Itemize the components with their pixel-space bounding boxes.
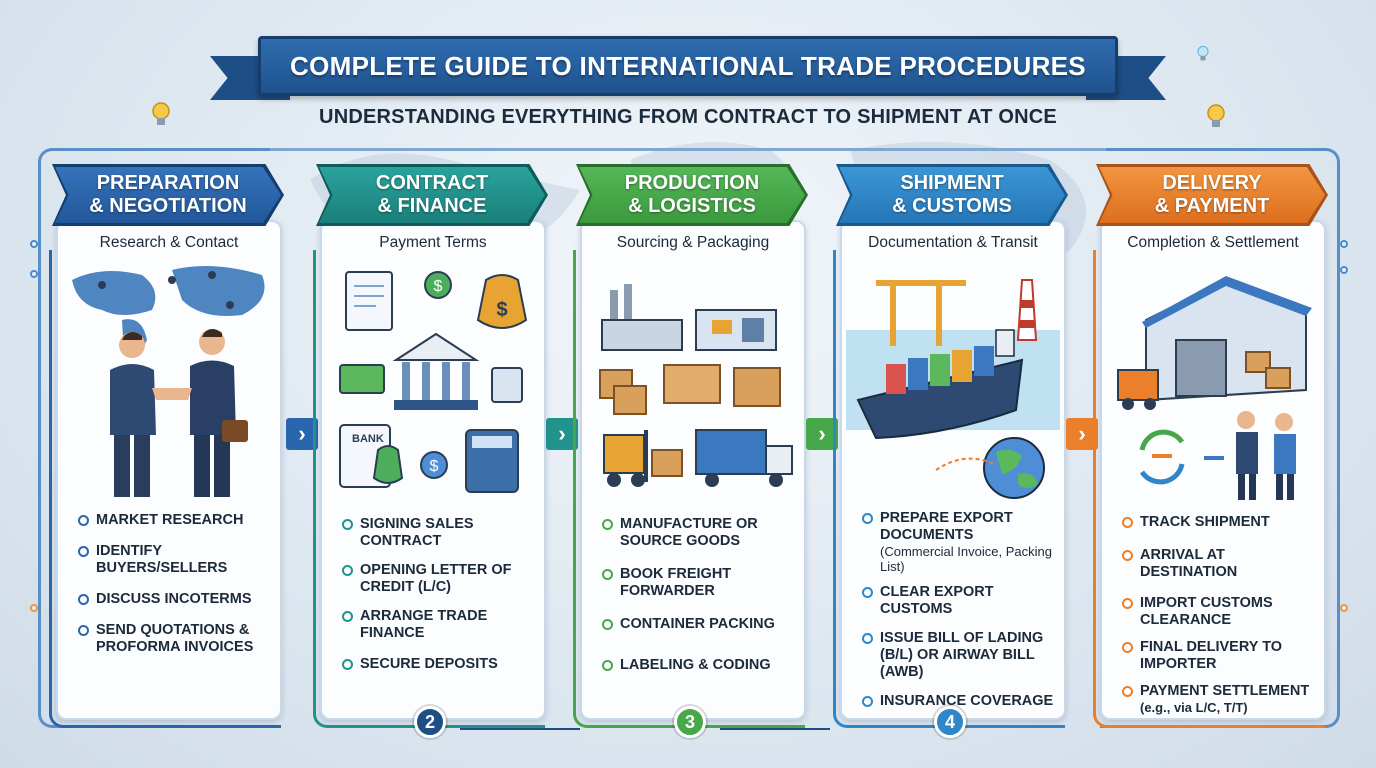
chevron-right-icon: › [546, 418, 578, 450]
stage-header: DELIVERY & PAYMENT [1096, 164, 1328, 226]
handshake-world-map-icon [72, 266, 265, 497]
bank-label: BANK [352, 433, 384, 445]
list-item: ARRIVAL AT DESTINATION [1122, 547, 1320, 581]
banner-body: COMPLETE GUIDE TO INTERNATIONAL TRADE PR… [258, 36, 1118, 96]
lightbulb-icon [152, 102, 170, 125]
page-subtitle: UNDERSTANDING EVERYTHING FROM CONTRACT T… [319, 106, 1057, 128]
chevron-right-icon: › [806, 418, 838, 450]
stage-subtitle: Completion & Settlement [1127, 234, 1299, 251]
decor-dot [30, 270, 38, 278]
svg-text:$: $ [496, 299, 507, 321]
stage-subtitle: Payment Terms [379, 234, 487, 251]
list-item-text: PREPARE EXPORT DOCUMENTS [880, 510, 1013, 543]
stage-items: MANUFACTURE OR SOURCE GOODS BOOK FREIGHT… [602, 516, 800, 688]
list-item-note: (e.g., via L/C, T/T) [1140, 700, 1248, 715]
svg-text:$: $ [430, 458, 439, 475]
decor-dot [1340, 266, 1348, 274]
list-item: IDENTIFY BUYERS/SELLERS [78, 543, 276, 577]
list-item: BOOK FREIGHT FORWARDER [602, 566, 800, 600]
stage-header-line: & FINANCE [377, 195, 487, 217]
list-item: ISSUE BILL OF LADING (B/L) OR AIRWAY BIL… [862, 630, 1060, 681]
card-accent-edge [1093, 250, 1325, 728]
stage-subtitle: Research & Contact [99, 234, 239, 251]
stage-subtitle: Sourcing & Packaging [616, 234, 770, 251]
stage-header-line: & LOGISTICS [628, 195, 756, 217]
chevron-right-icon: › [1066, 418, 1098, 450]
stage-contract: CONTRACT & FINANCE Payment Terms $ $ BAN… [313, 160, 548, 730]
list-item: SECURE DEPOSITS [342, 656, 540, 673]
list-item: CLEAR EXPORT CUSTOMS [862, 584, 1060, 618]
decor-dot [30, 240, 38, 248]
stage-header-line: & NEGOTIATION [89, 195, 247, 217]
flow-line [270, 148, 1106, 151]
bank-finance-icon: $ $ BANK $ [339, 271, 528, 493]
decor-dot [1340, 604, 1348, 612]
stage-items: PREPARE EXPORT DOCUMENTS (Commercial Inv… [862, 510, 1060, 724]
step-number-badge: 2 [414, 706, 446, 738]
list-item: PAYMENT SETTLEMENT (e.g., via L/C, T/T) [1122, 683, 1320, 715]
list-item: IMPORT CUSTOMS CLEARANCE [1122, 595, 1320, 629]
list-item: ARRANGE TRADE FINANCE [342, 608, 540, 642]
stage-header: CONTRACT & FINANCE [316, 164, 548, 226]
port-ship-globe-icon [846, 279, 1060, 499]
stage-header-line: CONTRACT [375, 172, 489, 194]
stage-delivery: DELIVERY & PAYMENT Completion & Settleme… [1093, 160, 1328, 730]
stage-header: SHIPMENT & CUSTOMS [836, 164, 1068, 226]
title-banner: COMPLETE GUIDE TO INTERNATIONAL TRADE PR… [210, 36, 1166, 102]
decor-dot [30, 604, 38, 612]
stage-items: TRACK SHIPMENT ARRIVAL AT DESTINATION IM… [1122, 514, 1320, 729]
stage-subtitle: Documentation & Transit [868, 234, 1038, 251]
list-item: FINAL DELIVERY TO IMPORTER [1122, 639, 1320, 673]
list-item: MANUFACTURE OR SOURCE GOODS [602, 516, 800, 550]
stage-header: PRODUCTION & LOGISTICS [576, 164, 808, 226]
lightbulb-icon [1197, 45, 1209, 61]
stage-header-line: SHIPMENT [900, 172, 1004, 194]
list-item: PREPARE EXPORT DOCUMENTS (Commercial Inv… [862, 510, 1060, 574]
stage-header-line: PRODUCTION [624, 172, 760, 194]
step-number-badge: 3 [674, 706, 706, 738]
flow-line [460, 728, 580, 730]
list-item: DISCUSS INCOTERMS [78, 591, 276, 608]
list-item: TRACK SHIPMENT [1122, 514, 1320, 531]
flow-line [720, 728, 830, 730]
decor-dot [1340, 240, 1348, 248]
warehouse-delivery-icon [1117, 276, 1312, 500]
stage-header: PREPARATION & NEGOTIATION [52, 164, 284, 226]
list-item: SIGNING SALES CONTRACT [342, 516, 540, 550]
list-item: INSURANCE COVERAGE [862, 693, 1060, 710]
lightbulb-icon [1207, 104, 1225, 127]
stage-header-line: & PAYMENT [1154, 195, 1270, 217]
factory-boxes-truck-icon [599, 284, 793, 487]
stage-header-line: DELIVERY [1162, 172, 1262, 194]
chevron-right-icon: › [286, 418, 318, 450]
list-item: LABELING & CODING [602, 657, 800, 674]
stage-production: PRODUCTION & LOGISTICS Sourcing & Packag… [573, 160, 808, 730]
stage-header-line: PREPARATION [96, 172, 240, 194]
stage-items: SIGNING SALES CONTRACT OPENING LETTER OF… [342, 516, 540, 687]
stage-shipment: SHIPMENT & CUSTOMS Documentation & Trans… [833, 160, 1068, 730]
stage-preparation: PREPARATION & NEGOTIATION Research & Con… [49, 160, 284, 730]
stage-items: MARKET RESEARCH IDENTIFY BUYERS/SELLERS … [78, 512, 276, 670]
list-item: OPENING LETTER OF CREDIT (L/C) [342, 562, 540, 596]
list-item: MARKET RESEARCH [78, 512, 276, 529]
stage-header-line: & CUSTOMS [892, 195, 1012, 217]
list-item-note: (Commercial Invoice, Packing List) [880, 544, 1052, 574]
step-number-badge: 4 [934, 706, 966, 738]
list-item-text: PAYMENT SETTLEMENT [1140, 683, 1310, 699]
svg-text:$: $ [434, 278, 443, 295]
page-title: COMPLETE GUIDE TO INTERNATIONAL TRADE PR… [290, 50, 1086, 81]
list-item: SEND QUOTATIONS & PROFORMA INVOICES [78, 622, 276, 656]
card-accent-edge [49, 250, 281, 728]
list-item: CONTAINER PACKING [602, 616, 800, 633]
